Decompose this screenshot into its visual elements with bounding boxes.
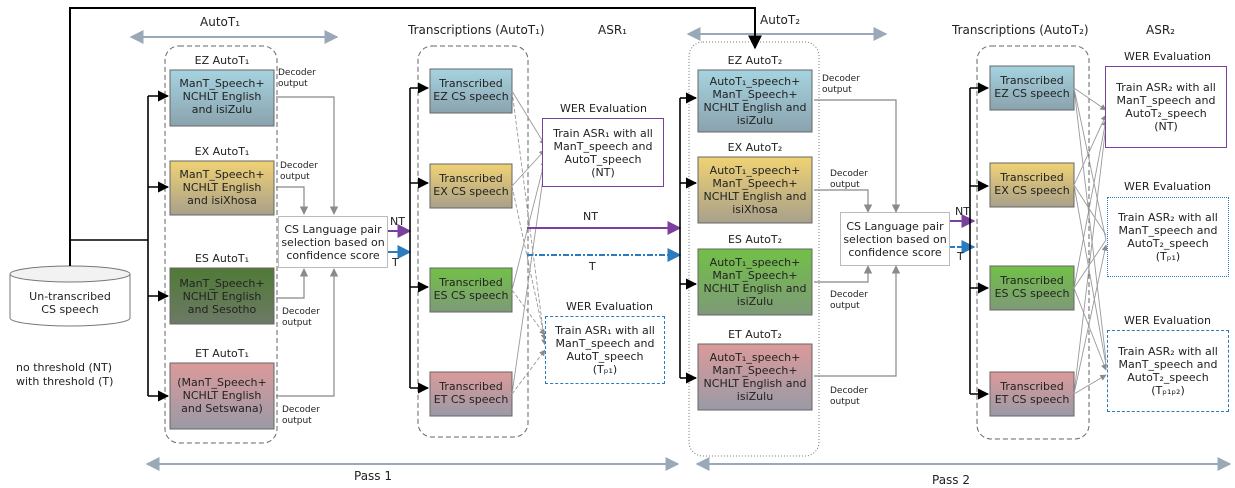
trans1-et: Transcribed ET CS speech [433,380,509,406]
trans1-ez-box [429,68,513,114]
es-autot1-text: ManT_Speech+ NCHLT English and Sesotho [179,277,265,316]
ez-autot2-text: AutoT₁_speech+ ManT_Speech+ NCHLT Englis… [703,75,807,127]
wer2-title-b: WER Evaluation [1124,180,1212,193]
trans2-group [976,45,1090,440]
nt-label-2: NT [955,205,970,218]
autot1-header: AutoT₁ [200,15,241,29]
es-autot1-box [169,267,275,325]
decoder-2b: Decoder output [830,169,868,190]
trans2-et: Transcribed ET CS speech [994,380,1070,406]
ez-autot1-text: ManT_Speech+ NCHLT English and isiZulu [179,77,265,116]
et-autot2-text: AutoT₁_speech+ ManT_Speech+ NCHLT Englis… [703,351,807,403]
ez-autot2-name: EZ AutoT₂ [727,54,783,67]
autot2-fanout [679,92,698,384]
autot2-header: AutoT₂ [760,13,801,27]
ex-autot2-text: AutoT₁_speech+ ManT_Speech+ NCHLT Englis… [703,164,807,216]
es-autot2-text: AutoT₁_speech+ ManT_Speech+ NCHLT Englis… [703,256,807,308]
loop-to-pass2 [69,7,762,266]
source-fanout [70,90,170,402]
decoder-2d: Decoder output [830,386,868,407]
decoder-2c: Decoder output [830,290,868,311]
ez-autot1-name: EZ AutoT₁ [194,54,250,67]
mid-t-label: T [589,260,596,273]
et-autot2-box [697,343,813,411]
trans2-header: Transcriptions (AutoT₂) [952,23,1089,37]
source-label: Un-transcribed CS speech [29,290,111,316]
es-autot1-name: ES AutoT₁ [194,252,250,265]
pass2-title: Pass 2 [932,473,971,487]
trans2-ex-box [989,162,1075,208]
wer2-t1-box: Train ASR₂ with all ManT_speech and Auto… [1107,197,1229,277]
wer1-t-box: Train ASR₁ with all ManT_speech and Auto… [545,316,665,384]
header-arrows [129,27,1232,471]
t-label-2: T [957,250,964,263]
decoder-1b: Decoder output [280,161,318,182]
es-autot2-box [697,248,813,316]
trans2-ez-box [989,65,1075,111]
trans1-es: Transcribed ES CS speech [433,276,509,302]
decoder-1d: Decoder output [282,405,320,426]
ex-autot2-box [697,156,813,224]
trans1-ex: Transcribed EX CS speech [433,172,509,198]
trans2-ex: Transcribed EX CS speech [994,171,1070,197]
t-label-1: T [392,256,399,269]
decoder-1a: Decoder output [278,68,316,89]
trans2-es: Transcribed ES CS speech [994,274,1070,300]
nt-label-1: NT [390,215,405,228]
trans1-to-wer [511,90,548,395]
mid-nt-label: NT [583,210,598,223]
et-autot1-text: (ManT_Speech+ NCHLT English and Setswana… [177,376,267,415]
decoder-lines-2 [814,99,901,377]
asr1-header: ASR₁ [598,23,627,37]
ex-autot2-name: EX AutoT₂ [727,141,783,154]
decoder-1c: Decoder output [282,307,320,328]
trans2-es-box [989,265,1075,311]
wer1-nt-box: Train ASR₁ with all ManT_speech and Auto… [542,118,664,187]
es-autot2-name: ES AutoT₂ [727,233,783,246]
trans2-to-wer [1073,87,1109,395]
decoder-lines-1 [276,96,339,397]
ez-autot1-box [169,69,275,127]
legend-t: with threshold (T) [16,375,114,388]
wer2-nt-box: Train ASR₂ with all ManT_speech and Auto… [1105,66,1227,148]
wer1-title-b: WER Evaluation [566,300,654,313]
wer2-t12-box: Train ASR₂ with all ManT_speech and Auto… [1107,330,1229,412]
et-autot2-name: ET AutoT₂ [728,328,782,341]
wer2-title-c: WER Evaluation [1124,314,1212,327]
trans1-ez: Transcribed EZ CS speech [433,77,509,103]
cs-selection-2: CS Language pair selection based on conf… [840,212,950,266]
wer1-title-a: WER Evaluation [560,102,648,115]
trans1-header: Transcriptions (AutoT₁) [408,23,545,37]
trans2-et-box [989,371,1075,417]
trans1-fanout [409,82,430,394]
trans1-es-box [429,267,513,313]
cs-selection-1: CS Language pair selection based on conf… [278,216,388,268]
trans1-group [417,45,529,438]
ex-autot1-name: EX AutoT₁ [194,145,250,158]
et-autot1-box [169,362,275,430]
trans2-ez: Transcribed EZ CS speech [994,74,1070,100]
legend-nt: no threshold (NT) [16,361,113,374]
ex-autot1-box [169,160,275,216]
trans2-fanout [969,82,990,400]
ez-autot2-box [697,69,813,133]
asr2-header: ASR₂ [1146,23,1175,37]
wer2-title-a: WER Evaluation [1124,50,1212,63]
decoder-2a: Decoder output [822,74,860,95]
ex-autot1-text: ManT_Speech+ NCHLT English and isiXhosa [179,168,265,207]
et-autot1-name: ET AutoT₁ [195,347,249,360]
autot1-group [164,45,278,444]
pass1-title: Pass 1 [354,469,393,483]
